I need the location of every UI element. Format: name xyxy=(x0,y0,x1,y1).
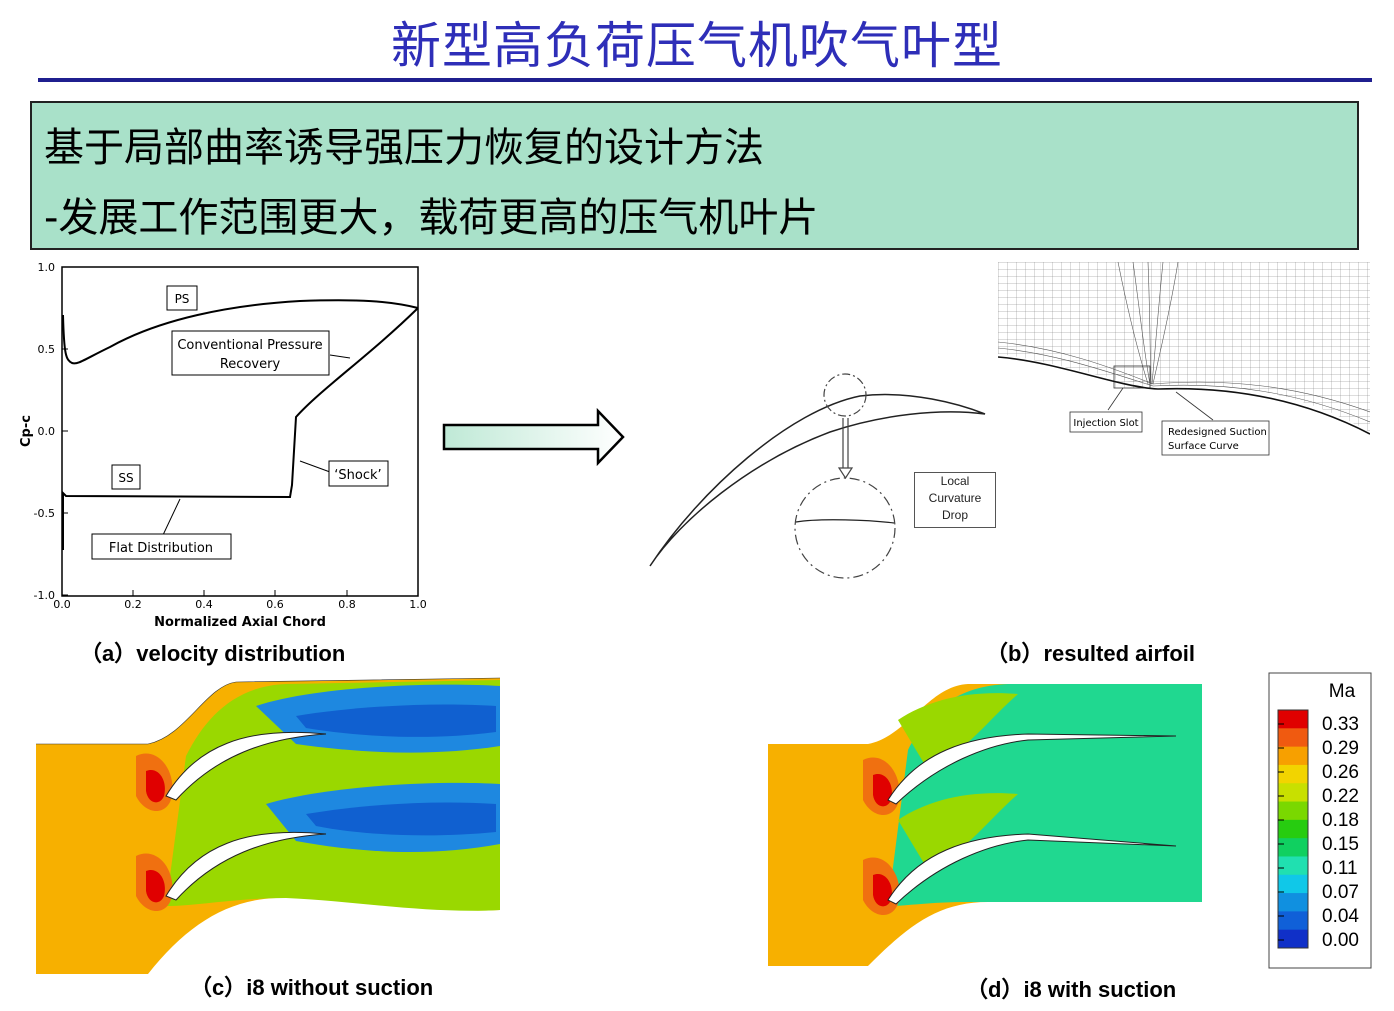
caption-a: （a）velocity distribution xyxy=(80,641,346,666)
conventional-pressure-box xyxy=(171,330,330,376)
airfoil-diagram xyxy=(649,373,986,579)
suction-side-curve xyxy=(62,307,419,550)
velocity-distribution-plot: 1.0 0.5 0.0 -0.5 -1.0 0.0 0.2 0.4 0.6 0.… xyxy=(19,261,427,630)
legend-swatch xyxy=(1278,710,1308,729)
legend-tick-label: 0.11 xyxy=(1322,858,1358,879)
legend-swatch xyxy=(1278,801,1308,821)
legend-swatch xyxy=(1278,838,1308,857)
legend-tick-label: 0.33 xyxy=(1322,714,1359,735)
legend-swatch xyxy=(1278,856,1308,876)
legend-tick-label: 0.04 xyxy=(1322,906,1359,927)
summary-line-1: 基于局部曲率诱导强压力恢复的设计方法 xyxy=(44,125,764,171)
legend-tick-label: 0.26 xyxy=(1322,762,1359,783)
ss-label-box xyxy=(111,464,141,490)
xtick-0.4: 0.4 xyxy=(195,598,213,611)
ytick--0.5: -0.5 xyxy=(34,507,55,520)
legend-title: Ma xyxy=(1329,681,1356,702)
legend-tick-label: 0.15 xyxy=(1322,834,1359,855)
local-curvature-label-3: Drop xyxy=(941,508,968,522)
xtick-0.6: 0.6 xyxy=(266,598,284,611)
legend-swatch xyxy=(1278,746,1308,766)
legend-tick-label: 0.22 xyxy=(1322,786,1359,807)
detail-circle-small xyxy=(823,373,867,417)
mesh-detail-diagram: Injection Slot Redesigned Suction Surfac… xyxy=(998,262,1370,456)
airfoil-profile xyxy=(649,393,986,567)
shock-label-box xyxy=(328,460,389,487)
legend-tick-label: 0.00 xyxy=(1322,930,1359,951)
right-arrow-icon xyxy=(442,408,625,466)
xtick-0.2: 0.2 xyxy=(124,598,142,611)
legend-tick-label: 0.29 xyxy=(1322,738,1359,759)
x-axis-label: Normalized Axial Chord xyxy=(154,615,326,630)
legend-tick-label: 0.07 xyxy=(1322,882,1359,903)
legend-color-bar xyxy=(1277,709,1309,949)
mach-number-legend: Ma 0.330.290.260.220.180.150.110.070.040… xyxy=(1268,672,1372,969)
legend-swatch xyxy=(1278,764,1308,784)
injection-slot-label: Injection Slot xyxy=(1073,418,1138,429)
xtick-0: 0.0 xyxy=(53,598,71,611)
ytick-1: 1.0 xyxy=(38,261,56,274)
legend-tick-labels: 0.33 0.29 0.26 0.22 0.18 0.15 0.11 0.07 0.04 0.00 xyxy=(1322,714,1359,951)
legend-swatch xyxy=(1278,728,1308,748)
page-title: 新型高负荷压气机吹气叶型 xyxy=(391,17,1003,75)
detail-circle-large xyxy=(794,477,896,579)
conventional-label-1: Conventional Pressure xyxy=(177,338,322,353)
ytick--1: -1.0 xyxy=(34,589,55,602)
ps-label-box xyxy=(166,285,198,311)
xtick-0.8: 0.8 xyxy=(338,598,356,611)
summary-box: 基于局部曲率诱导强压力恢复的设计方法 -发展工作范围更大，载荷更高的压气机叶片 xyxy=(30,101,1359,250)
conventional-label-2: Recovery xyxy=(220,357,281,372)
summary-line-2: -发展工作范围更大，载荷更高的压气机叶片 xyxy=(44,195,819,241)
ytick-0.5: 0.5 xyxy=(38,343,56,356)
shock-label: ‘Shock’ xyxy=(334,468,381,483)
caption-b: （b）resulted airfoil xyxy=(986,641,1196,666)
pressure-side-curve xyxy=(62,299,419,365)
legend-swatch xyxy=(1278,874,1308,894)
legend-swatch xyxy=(1278,819,1308,839)
legend-swatch xyxy=(1278,893,1308,912)
ss-label: SS xyxy=(118,471,133,485)
legend-tick-label: 0.18 xyxy=(1322,810,1359,831)
legend-swatch xyxy=(1278,783,1308,803)
redesigned-label-1: Redesigned Suction xyxy=(1168,427,1267,438)
y-axis-label: Cp-c xyxy=(19,415,34,447)
ytick-0: 0.0 xyxy=(38,425,56,438)
local-curvature-label-1: Local xyxy=(940,474,970,488)
legend-swatch xyxy=(1278,911,1308,931)
local-curvature-label-2: Curvature xyxy=(928,491,982,505)
flat-distribution-label: Flat Distribution xyxy=(109,541,213,556)
ps-label: PS xyxy=(175,292,190,306)
caption-d: （d）i8 with suction xyxy=(966,977,1177,1002)
xtick-1: 1.0 xyxy=(409,598,427,611)
contour-plot-with-suction xyxy=(768,684,1202,966)
caption-c: （c）i8 without suction xyxy=(190,975,434,1000)
legend-swatch xyxy=(1278,929,1308,949)
redesigned-label-2: Surface Curve xyxy=(1168,441,1239,452)
title-divider xyxy=(38,78,1372,82)
flat-distribution-box xyxy=(91,533,232,560)
contour-plot-without-suction xyxy=(36,677,500,974)
local-curvature-box: Local Curvature Drop xyxy=(914,472,996,528)
